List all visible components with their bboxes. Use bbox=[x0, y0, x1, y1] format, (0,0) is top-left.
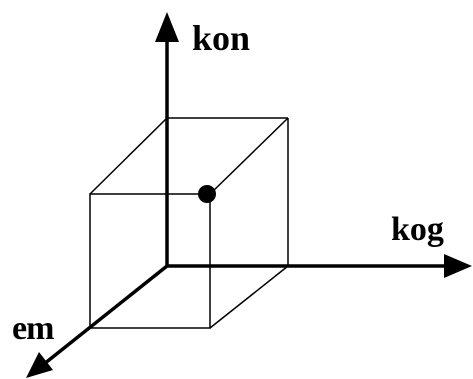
cube-bottom-right-edge bbox=[209, 265, 289, 329]
arrowheads bbox=[26, 12, 472, 378]
diagonal-axis-line bbox=[42, 264, 169, 366]
cube-top-right-edge bbox=[209, 117, 289, 195]
highlighted-point bbox=[198, 185, 216, 203]
cube-top-left-edge bbox=[89, 117, 168, 195]
vertical-axis-label: kon bbox=[192, 18, 251, 58]
diagonal-axis-label: em bbox=[12, 310, 54, 347]
horizontal-axis-arrowhead bbox=[444, 254, 472, 278]
cube-front-face bbox=[89, 193, 211, 329]
axes bbox=[42, 38, 448, 366]
cube-wireframe bbox=[89, 117, 289, 329]
horizontal-axis-label: kog bbox=[391, 211, 444, 248]
vertical-axis-arrowhead bbox=[155, 12, 179, 42]
diagonal-axis-arrowhead bbox=[26, 352, 53, 378]
